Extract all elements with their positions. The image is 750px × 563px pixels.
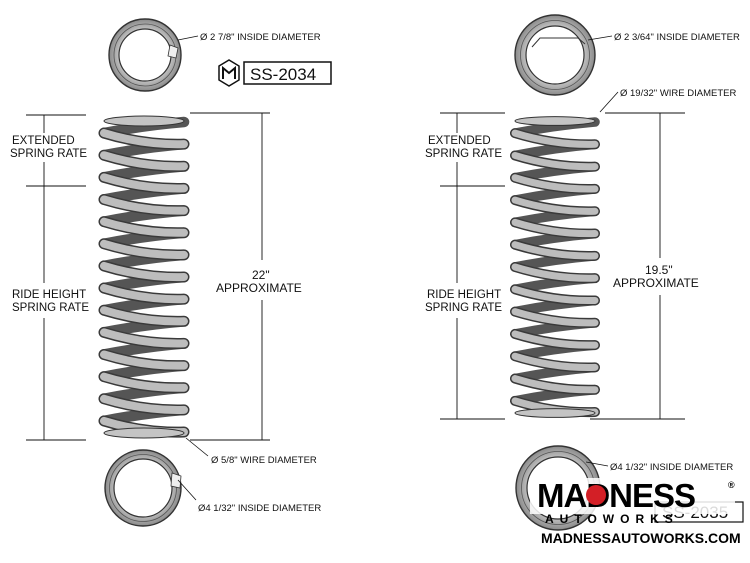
- madness-logo: MADNESS ® AUTOWORKS MADNESSAUTOWORKS.COM: [530, 477, 741, 546]
- right-top-ring-view: [514, 14, 596, 96]
- left-spring-coil: [98, 115, 190, 439]
- coil-front-strand: [511, 196, 599, 215]
- coil-front-strand: [100, 261, 188, 282]
- right-length-value: 19.5": [645, 263, 673, 277]
- right-bottom-leader: [585, 461, 609, 467]
- left-top-ring-view: [108, 18, 182, 92]
- coil-front-strand: [100, 372, 188, 392]
- left-dimension-lines: [26, 112, 270, 441]
- right-ride-label-2: SPRING RATE: [425, 302, 502, 314]
- right-dimension-lines: [440, 112, 685, 420]
- coil-front-strand: [100, 195, 188, 215]
- coil-front-strand: [511, 375, 599, 394]
- left-extended-label-2: SPRING RATE: [10, 148, 87, 160]
- coil-front-strand: [511, 241, 599, 260]
- left-bottom-ring-view: [104, 449, 182, 527]
- brand-tagline: AUTOWORKS: [545, 512, 679, 526]
- coil-front-strand: [511, 330, 599, 349]
- right-top-leader: [587, 35, 613, 41]
- brand-accent-dot: [586, 485, 606, 505]
- coil-front-strand: [100, 129, 188, 149]
- left-extended-label-1: EXTENDED: [12, 135, 75, 147]
- coil-front-strand: [511, 352, 599, 371]
- right-length-label: APPROXIMATE: [613, 276, 699, 290]
- coil-front-strand: [511, 218, 599, 238]
- coil-front-strand: [511, 151, 599, 171]
- coil-end-cap: [103, 427, 185, 439]
- coil-front-strand: [100, 350, 188, 370]
- left-wire-leader: [185, 437, 209, 457]
- coil-front-strand: [100, 284, 188, 304]
- coil-front-strand: [511, 129, 599, 148]
- right-extended-label-1: EXTENDED: [428, 135, 491, 147]
- brand-registered: ®: [728, 480, 735, 490]
- right-bottom-inside-diameter: Ø4 1/32" INSIDE DIAMETER: [610, 462, 733, 473]
- coil-front-strand: [100, 217, 188, 237]
- coil-front-strand: [511, 308, 599, 327]
- left-length-label: APPROXIMATE: [216, 281, 302, 295]
- left-ride-label-1: RIDE HEIGHT: [12, 289, 86, 301]
- brand-name: MADNESS: [537, 477, 695, 514]
- coil-front-strand: [100, 239, 188, 259]
- coil-front-strand: [100, 328, 188, 348]
- coil-end-cap: [514, 408, 596, 418]
- left-part-badge: SS-2034: [218, 59, 332, 87]
- left-top-leader: [177, 35, 199, 41]
- left-part-number: SS-2034: [250, 65, 316, 84]
- coil-front-strand: [100, 394, 188, 414]
- left-ride-label-2: SPRING RATE: [12, 302, 89, 314]
- right-extended-label-2: SPRING RATE: [425, 148, 502, 160]
- coil-front-strand: [511, 263, 599, 282]
- left-top-inside-diameter: Ø 2 7/8" INSIDE DIAMETER: [200, 32, 321, 43]
- right-wire-leader: [599, 91, 619, 113]
- coil-front-strand: [100, 306, 188, 326]
- right-top-inside-diameter: Ø 2 3/64" INSIDE DIAMETER: [614, 32, 740, 43]
- left-wire-diameter: Ø 5/8" WIRE DIAMETER: [211, 455, 317, 466]
- coil-front-strand: [511, 285, 599, 305]
- coil-front-strand: [100, 151, 188, 171]
- right-spring-coil: [510, 116, 600, 418]
- coil-front-strand: [100, 173, 188, 193]
- brand-url: MADNESSAUTOWORKS.COM: [541, 530, 741, 546]
- right-wire-diameter: Ø 19/32" WIRE DIAMETER: [620, 88, 736, 99]
- coil-end-cap: [103, 115, 185, 127]
- coil-end-cap: [514, 116, 596, 126]
- left-bottom-inside-diameter: Ø4 1/32" INSIDE DIAMETER: [198, 503, 321, 514]
- right-ride-label-1: RIDE HEIGHT: [427, 289, 501, 301]
- left-length-value: 22": [252, 268, 270, 282]
- coil-front-strand: [511, 174, 599, 193]
- left-bottom-leader: [177, 479, 197, 501]
